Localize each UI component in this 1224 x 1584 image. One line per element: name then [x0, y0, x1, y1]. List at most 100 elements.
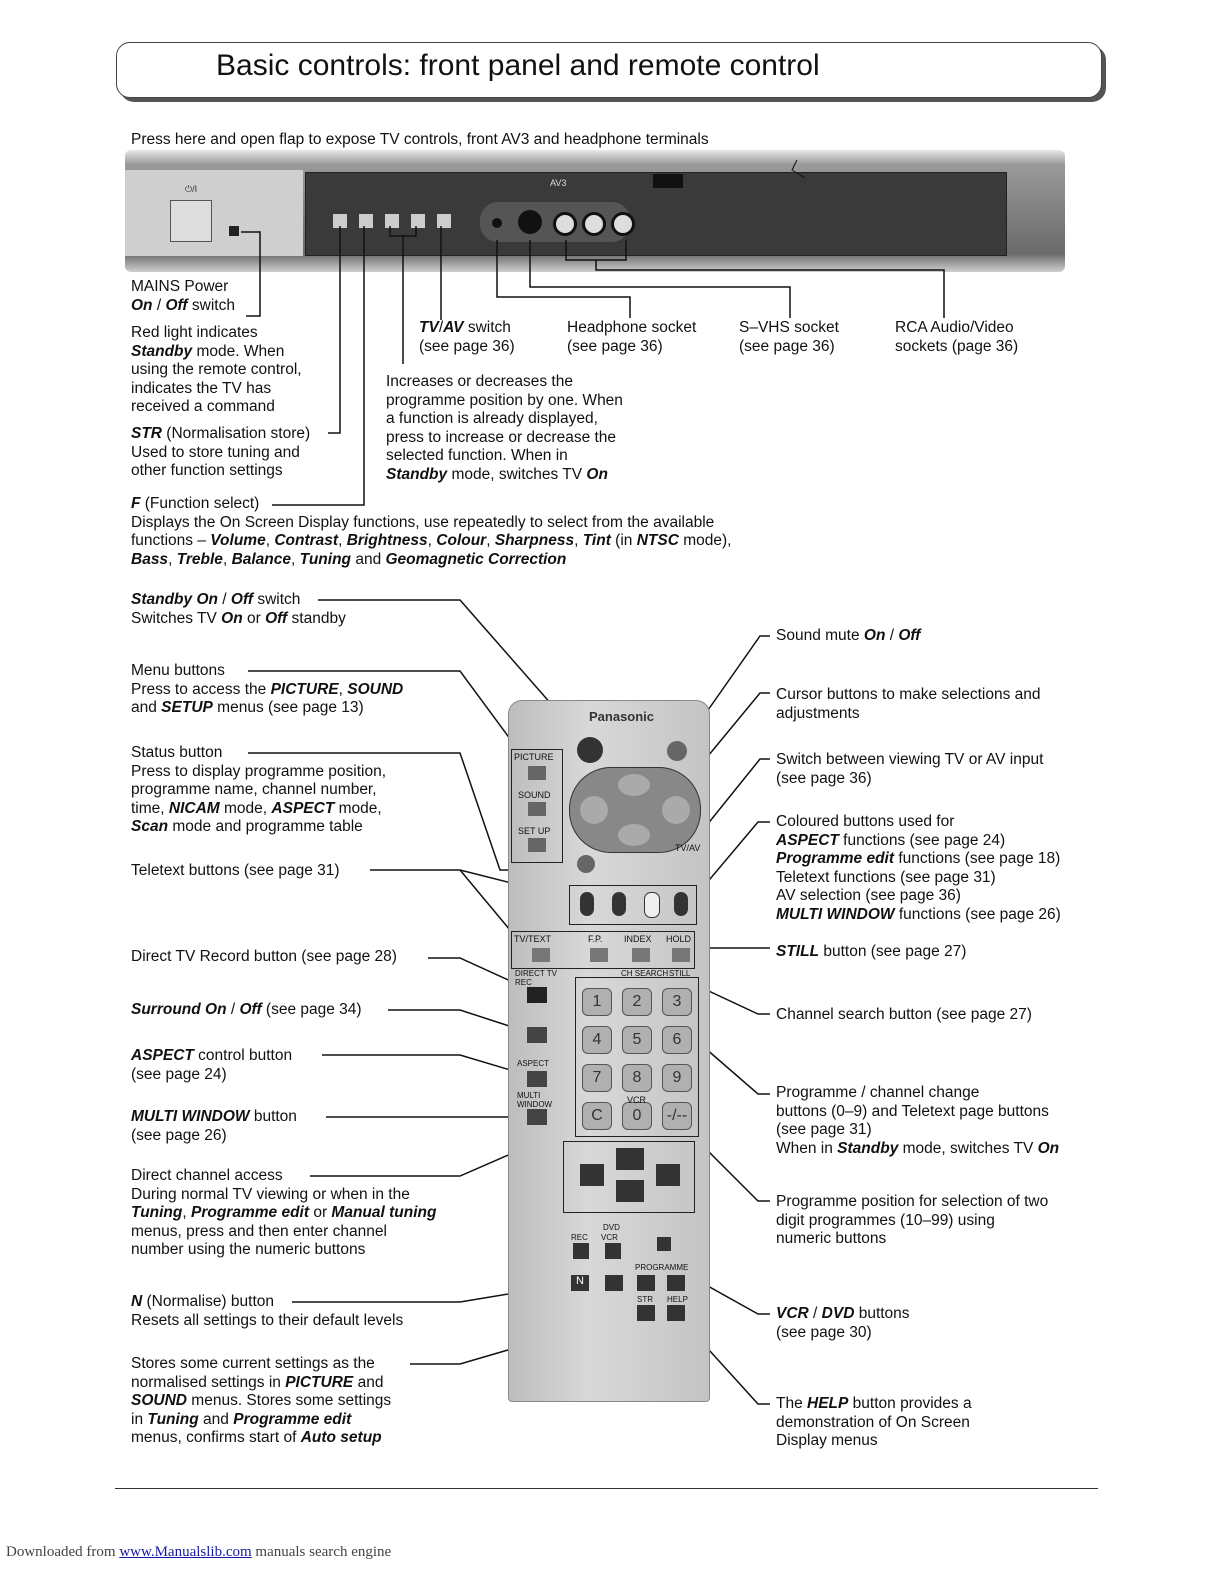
mains-power-switch[interactable] — [170, 200, 212, 242]
increase-line: selected function. When in — [386, 447, 568, 465]
multi-window-button[interactable] — [527, 1109, 547, 1125]
rca-line: RCA Audio/Video — [895, 319, 1014, 336]
vcr-dvd-switch[interactable] — [657, 1237, 671, 1251]
stop-button[interactable] — [616, 1180, 644, 1202]
up-button[interactable] — [411, 214, 425, 228]
pause-button[interactable] — [605, 1275, 623, 1291]
tvav-remote-line: Switch between viewing TV or AV input — [776, 751, 1044, 768]
sound-button[interactable] — [528, 802, 546, 816]
picture-label: PICTURE — [514, 752, 554, 762]
audio-r-socket[interactable] — [611, 212, 635, 236]
aspect-button[interactable] — [527, 1071, 547, 1087]
red-button[interactable] — [580, 892, 594, 916]
programme-line: buttons (0–9) and Teletext page buttons — [776, 1102, 1049, 1120]
blue-button[interactable] — [674, 892, 688, 916]
tvav-remote-note: Switch between viewing TV or AV input (s… — [776, 751, 1043, 788]
video-socket[interactable] — [553, 212, 577, 236]
multi-line: (see page 26) — [131, 1126, 227, 1144]
fp-button[interactable] — [590, 948, 608, 962]
status-line: time, NICAM mode, ASPECT mode, — [131, 799, 382, 817]
yellow-button[interactable] — [644, 892, 660, 918]
coloured-line: MULTI WINDOW functions (see page 26) — [776, 905, 1061, 923]
tvav-button[interactable] — [437, 214, 451, 228]
direct-line: Direct channel access — [131, 1167, 283, 1184]
str-remote-button[interactable] — [637, 1305, 655, 1321]
status-line: Status button — [131, 744, 223, 761]
index-button[interactable] — [632, 948, 650, 962]
tvtext-button[interactable] — [532, 948, 550, 962]
hold-button[interactable] — [672, 948, 690, 962]
line-programme — [689, 1034, 770, 1095]
key-two-digit[interactable]: -/-- — [662, 1102, 692, 1130]
rec-label: REC — [571, 1233, 588, 1242]
down-button[interactable] — [385, 214, 399, 228]
fast-forward-button[interactable] — [656, 1164, 680, 1186]
remote-control: Panasonic PICTURE SOUND SET UP TV/AV TV/… — [508, 700, 710, 1402]
svhs-socket[interactable] — [518, 210, 542, 234]
standby-button[interactable] — [577, 737, 603, 763]
key-6[interactable]: 6 — [662, 1026, 692, 1054]
f-button[interactable] — [359, 214, 373, 228]
line-coloured — [693, 821, 770, 899]
mute-button[interactable] — [667, 741, 687, 761]
front-panel-image: ⏻/I AV3 — [125, 150, 1065, 272]
n-button[interactable]: N — [571, 1275, 589, 1291]
rca-note: RCA Audio/Video sockets (page 36) — [895, 319, 1018, 356]
line-str — [328, 226, 341, 434]
key-9[interactable]: 9 — [662, 1064, 692, 1092]
str-button[interactable] — [333, 214, 347, 228]
cursor-right-button[interactable] — [662, 796, 690, 824]
rewind-button[interactable] — [580, 1164, 604, 1186]
surround-button[interactable] — [527, 1027, 547, 1043]
key-1[interactable]: 1 — [582, 988, 612, 1016]
chsearch-note: Channel search button (see page 27) — [776, 1006, 1032, 1023]
help-button[interactable] — [667, 1305, 685, 1321]
flap-catch — [653, 174, 683, 188]
programme-line: When in Standby mode, switches TV On — [776, 1139, 1060, 1157]
numeric-keypad: 1 2 3 4 5 6 7 8 9 C 0 -/-- — [575, 977, 699, 1137]
key-4[interactable]: 4 — [582, 1026, 612, 1054]
direct-line: number using the numeric buttons — [131, 1241, 366, 1259]
teletext-note: Teletext buttons (see page 31) — [131, 862, 340, 879]
tvav-remote-line: (see page 36) — [776, 769, 872, 787]
key-3[interactable]: 3 — [662, 988, 692, 1016]
download-footer: Downloaded from www.Manualslib.com manua… — [6, 1544, 391, 1561]
headphone-line: Headphone socket — [567, 319, 697, 336]
twodigit-note: Programme position for selection of two … — [776, 1193, 1048, 1249]
page-title: Basic controls: front panel and remote c… — [216, 49, 820, 82]
vcr-power-button[interactable] — [605, 1243, 621, 1259]
rec-button[interactable] — [573, 1243, 589, 1259]
status-button[interactable] — [577, 855, 595, 873]
menu-line: and SETUP menus (see page 13) — [131, 699, 364, 717]
audio-l-socket[interactable] — [582, 212, 606, 236]
key-7[interactable]: 7 — [582, 1064, 612, 1092]
key-0[interactable]: 0 — [622, 1102, 652, 1130]
power-mark: ⏻/I — [185, 184, 198, 194]
key-c[interactable]: C — [582, 1102, 612, 1130]
green-button[interactable] — [612, 892, 626, 916]
brand-logo: Panasonic — [589, 709, 655, 724]
panel-caption: Press here and open flap to expose TV co… — [131, 131, 709, 148]
direct-record-button[interactable] — [527, 987, 547, 1003]
programme-note: Programme / channel change buttons (0–9)… — [776, 1084, 1059, 1158]
key-8[interactable]: 8 — [622, 1064, 652, 1092]
cursor-up-button[interactable] — [618, 774, 650, 796]
key-2[interactable]: 2 — [622, 988, 652, 1016]
cursor-down-button[interactable] — [618, 824, 650, 846]
title-box: Basic controls: front panel and remote c… — [116, 42, 1102, 98]
cursor-left-button[interactable] — [580, 796, 608, 824]
twodigit-line: Programme position for selection of two — [776, 1193, 1049, 1210]
coloured-note: Coloured buttons used for ASPECT functio… — [776, 813, 1061, 925]
key-5[interactable]: 5 — [622, 1026, 652, 1054]
programme-up-button[interactable] — [667, 1275, 685, 1291]
play-button[interactable] — [616, 1148, 644, 1170]
mute-note: Sound mute On / Off — [776, 627, 921, 644]
manualslib-link[interactable]: www.Manualslib.com — [119, 1544, 252, 1560]
headphone-socket[interactable] — [492, 218, 502, 228]
direct-note: Direct channel access During normal TV v… — [131, 1167, 436, 1260]
multi-label: MULTI WINDOW — [517, 1091, 553, 1109]
programme-down-button[interactable] — [637, 1275, 655, 1291]
str-note: STR (Normalisation store) Used to store … — [131, 425, 310, 481]
setup-button[interactable] — [528, 838, 546, 852]
picture-button[interactable] — [528, 766, 546, 780]
